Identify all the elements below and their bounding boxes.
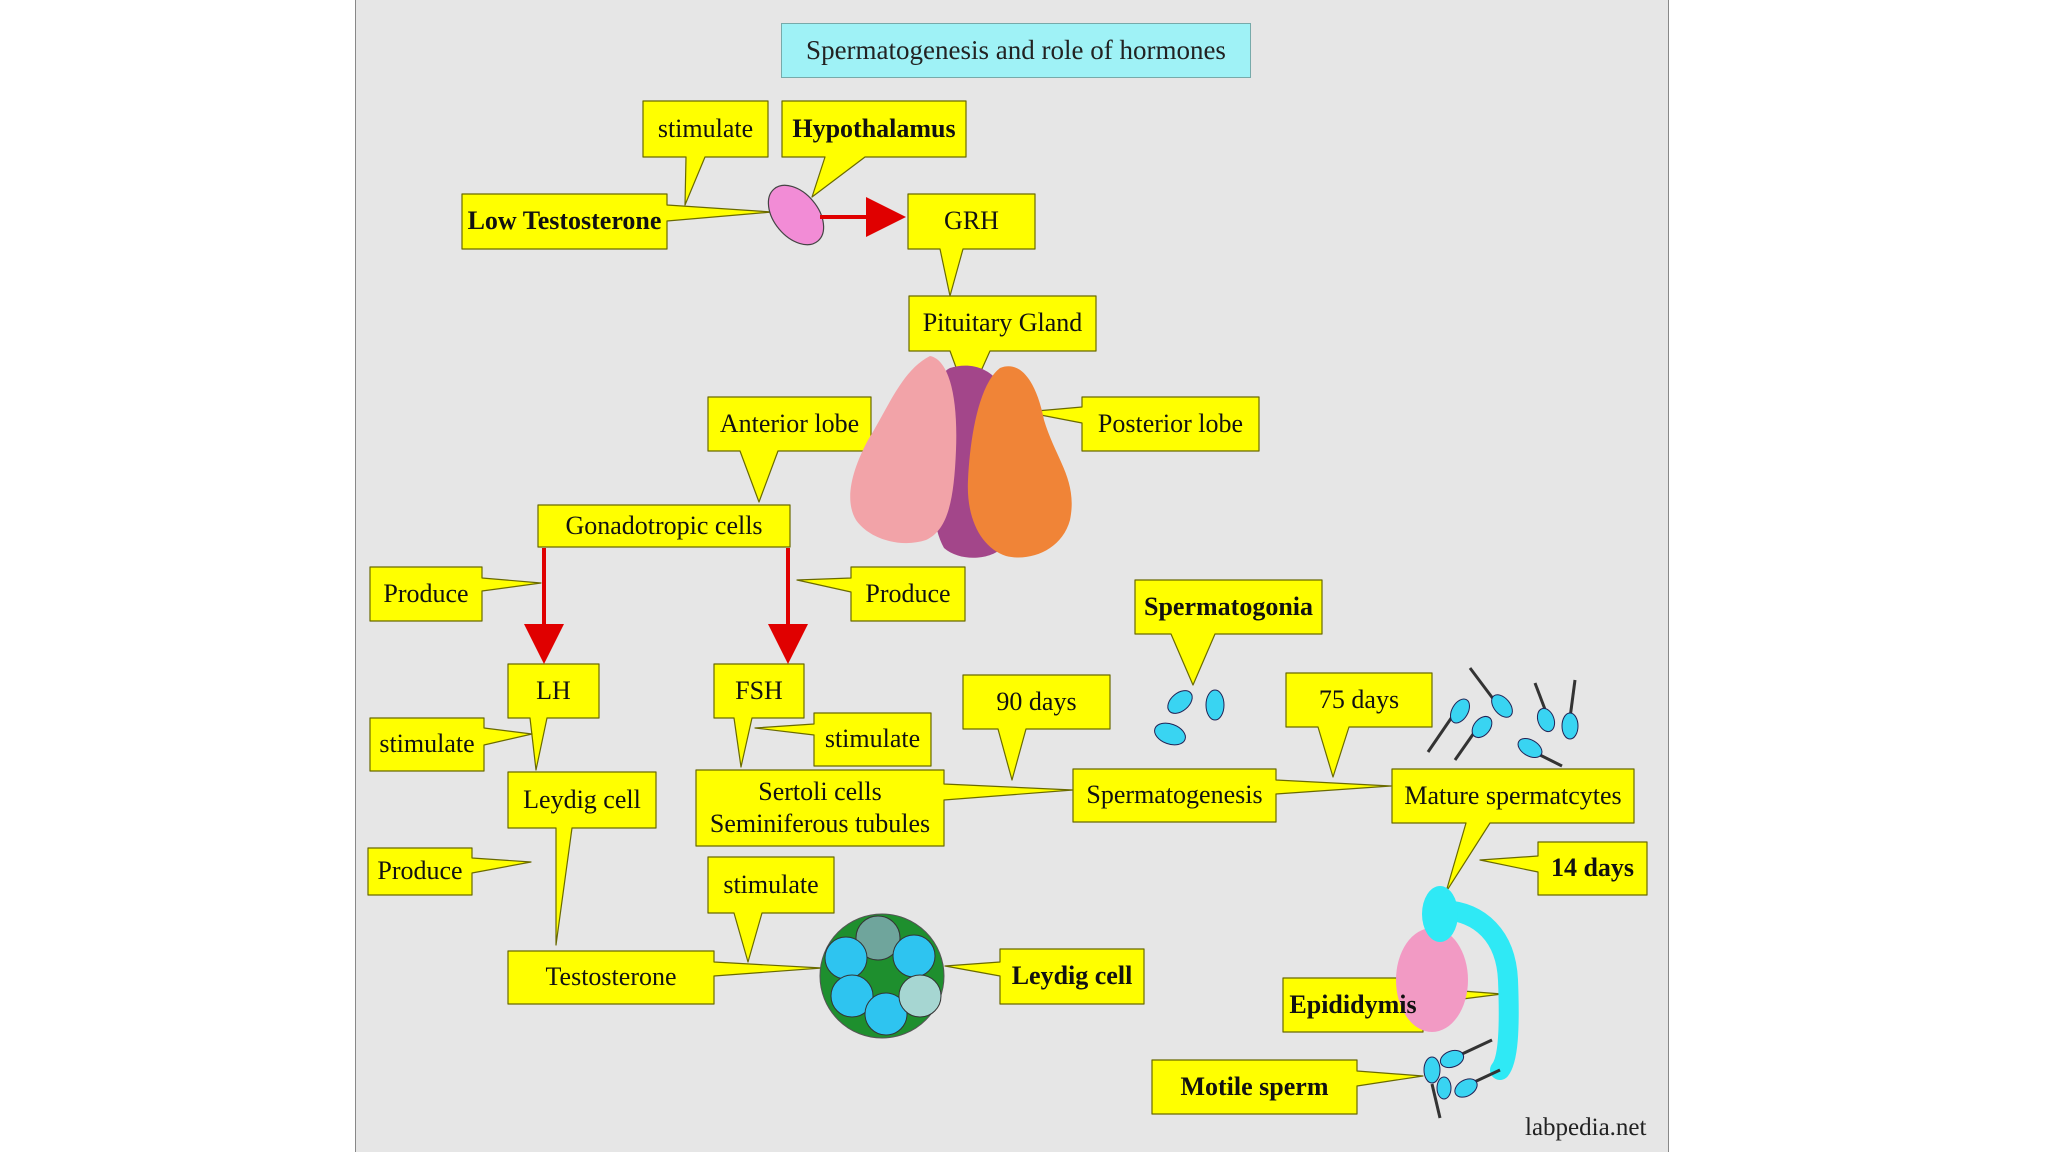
label-sertoli-line1: Sertoli cells	[758, 776, 882, 806]
label-pituitary-gland: Pituitary Gland	[922, 308, 1083, 338]
diagram-canvas	[367, 100, 1648, 1119]
callout-stimulate-testosterone	[707, 856, 835, 963]
label-stimulate-lh: stimulate	[379, 729, 475, 759]
callout-low-testosterone	[461, 193, 773, 250]
callout-14-days	[1479, 841, 1648, 896]
callout-75-days	[1285, 672, 1433, 778]
mature-sperm-group	[1426, 667, 1577, 768]
hypothalamus-shape	[767, 184, 825, 246]
label-leydig-cell: Leydig cell	[523, 784, 641, 814]
tubule-cross-section	[819, 913, 945, 1039]
label-fsh: FSH	[735, 675, 783, 705]
callout-stimulate-fsh	[754, 712, 932, 767]
callout-stimulate-top	[642, 100, 769, 206]
mature-sperm-heads	[1450, 694, 1579, 758]
callout-gonadotropic-cells	[537, 504, 791, 548]
label-90-days: 90 days	[996, 686, 1077, 716]
callout-stimulate-lh	[369, 717, 533, 772]
callout-produce-lh	[369, 566, 542, 622]
label-75-days: 75 days	[1318, 684, 1400, 714]
epididymis-shape	[1396, 886, 1519, 1080]
callout-grh	[907, 193, 1036, 297]
label-14-days: 14 days	[1550, 853, 1635, 883]
callout-motile-sperm	[1151, 1059, 1424, 1115]
callout-leydig-cell-2	[944, 948, 1145, 1005]
label-mature-spermatcytes: Mature spermatcytes	[1404, 780, 1622, 810]
pituitary-gland-shape	[850, 356, 1072, 558]
label-spermatogonia: Spermatogonia	[1144, 591, 1313, 621]
label-stimulate-fsh: stimulate	[824, 724, 921, 754]
label-anterior-lobe: Anterior lobe	[719, 408, 860, 438]
label-produce-fsh: Produce	[865, 578, 951, 608]
label-grh: GRH	[944, 206, 999, 236]
label-testosterone: Testosterone	[545, 962, 677, 992]
callout-shapes	[367, 100, 1648, 1115]
callout-produce-testosterone	[367, 847, 532, 896]
callout-testosterone	[507, 950, 823, 1005]
label-sertoli-line2: Seminiferous tubules	[709, 809, 931, 838]
label-hypothalamus: Hypothalamus	[792, 113, 956, 143]
callout-lh	[507, 663, 600, 771]
label-epididymis: Epididymis	[1289, 989, 1417, 1019]
callout-90-days	[962, 674, 1111, 781]
callout-posterior-lobe	[1024, 396, 1260, 452]
label-leydig-cell-2: Leydig cell	[1011, 961, 1133, 991]
callout-spermatogenesis	[1072, 768, 1392, 823]
label-gonadotropic-cells: Gonadotropic cells	[565, 510, 763, 540]
label-low-testosterone: Low Testosterone	[467, 206, 662, 236]
callout-fsh	[713, 663, 805, 768]
callout-produce-fsh	[796, 566, 966, 622]
diagram-title: Spermatogenesis and role of hormones	[781, 23, 1251, 78]
label-stimulate-testosterone: stimulate	[723, 869, 819, 899]
posterior-lobe-shape	[967, 366, 1072, 558]
callout-spermatogonia	[1134, 579, 1323, 686]
spermatogonia-cells	[1154, 689, 1225, 746]
red-arrows	[524, 197, 906, 664]
label-stimulate-top: stimulate	[657, 113, 754, 143]
label-sertoli-cells: Sertoli cells Seminiferous tubules	[696, 770, 944, 846]
label-produce-lh: Produce	[383, 578, 469, 608]
label-spermatogenesis: Spermatogenesis	[1086, 780, 1263, 810]
anterior-lobe-shape	[850, 356, 957, 544]
callout-anterior-lobe	[707, 396, 872, 503]
label-lh: LH	[536, 675, 571, 705]
callout-mature-spermatcytes	[1391, 768, 1635, 893]
motile-sperm-group	[1423, 1038, 1501, 1119]
label-posterior-lobe: Posterior lobe	[1097, 408, 1244, 438]
label-motile-sperm: Motile sperm	[1180, 1071, 1329, 1101]
label-produce-testosterone: Produce	[377, 856, 463, 886]
callout-leydig-cell	[507, 771, 657, 946]
callout-sertoli-cells	[695, 769, 1074, 847]
source-credit: labpedia.net	[1525, 1114, 1647, 1141]
callout-hypothalamus	[781, 100, 967, 198]
